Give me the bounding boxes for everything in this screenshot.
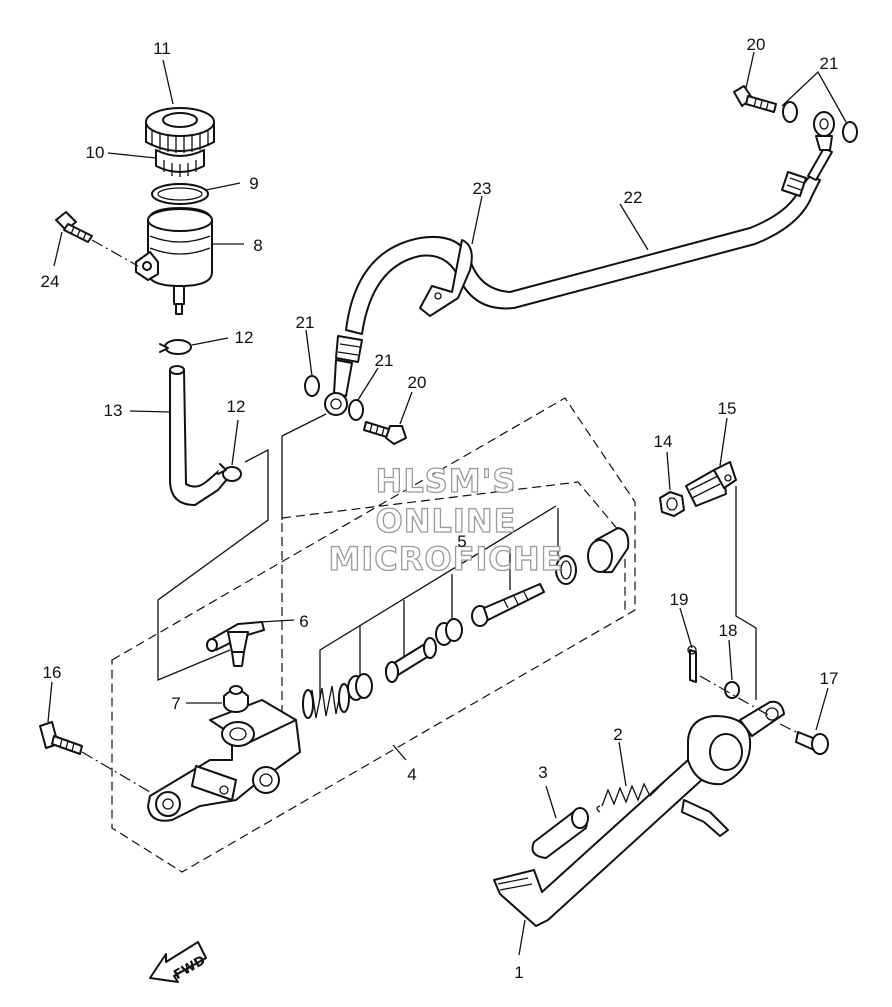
brake-pedal [493, 700, 785, 927]
callout-labels: 1 2 3 4 5 6 7 8 9 10 11 12 12 13 14 15 1… [41, 35, 839, 982]
callout-21-left: 21 [296, 313, 315, 332]
callout-7: 7 [171, 694, 180, 713]
piston [385, 637, 437, 683]
callout-16: 16 [43, 663, 62, 682]
callout-21-upper: 21 [820, 54, 839, 73]
assembly-5-outline [281, 481, 626, 742]
brake-hose-guide [419, 239, 473, 317]
callout-3: 3 [538, 763, 547, 782]
washer-lower-b [348, 399, 364, 421]
grommet [223, 685, 249, 713]
callout-13: 13 [104, 401, 123, 420]
reservoir-tank [135, 207, 213, 315]
callout-12-lower: 12 [227, 397, 246, 416]
callout-9: 9 [249, 174, 258, 193]
cup [347, 673, 373, 701]
pin-washer [724, 681, 740, 699]
callout-8: 8 [253, 236, 262, 255]
callout-15: 15 [718, 399, 737, 418]
hose-clip-lower [217, 463, 242, 482]
callout-1: 1 [514, 963, 523, 982]
return-spring [596, 781, 665, 813]
fwd-arrow: FWD [149, 941, 209, 983]
callout-12-upper: 12 [235, 328, 254, 347]
reservoir-cap [145, 107, 215, 153]
clevis-pin [795, 731, 829, 755]
washer-lower-a [304, 375, 320, 397]
bolt-16-axis [81, 751, 151, 793]
watermark-line-3: MICROFICHE [329, 540, 564, 578]
watermark-line-2: ONLINE [376, 502, 517, 540]
callout-20-lower: 20 [408, 373, 427, 392]
callout-5: 5 [457, 532, 466, 551]
reservoir-diaphragm [155, 149, 205, 177]
callout-11: 11 [153, 39, 171, 58]
callout-20-upper: 20 [747, 35, 766, 54]
callout-18: 18 [719, 621, 738, 640]
washer-upper-b [842, 121, 858, 143]
callout-leaders [47, 51, 847, 956]
callout-24: 24 [41, 272, 60, 291]
watermark-line-1: HLSM'S [376, 462, 517, 500]
reservoir-hose [169, 365, 229, 506]
callout-23: 23 [473, 179, 492, 198]
bolt-24-axis [91, 239, 139, 267]
assembly-4-outline [111, 397, 636, 873]
cotter-pin [687, 645, 697, 683]
circlip [555, 555, 577, 585]
clevis [685, 461, 737, 507]
callout-2: 2 [613, 725, 622, 744]
clevis-routing-line [735, 486, 757, 700]
callout-6: 6 [299, 612, 308, 631]
hose-fitting [206, 621, 265, 667]
hose-clip-upper [159, 339, 192, 355]
washer-upper-a [782, 101, 798, 123]
hose-to-cylinder-line [281, 413, 327, 437]
union-bolt-upper [733, 85, 777, 113]
callout-4: 4 [407, 765, 416, 784]
part-5-leaders [319, 505, 559, 700]
callout-22: 22 [624, 188, 643, 207]
clevis-nut [659, 491, 685, 517]
callout-17: 17 [820, 669, 839, 688]
union-bolt-lower [363, 421, 407, 445]
push-rod [471, 583, 545, 627]
callout-21-middle: 21 [375, 351, 394, 370]
pin-axis [779, 723, 801, 735]
spring [302, 683, 350, 719]
hose-routing-line [157, 448, 269, 681]
master-cylinder-body [147, 699, 301, 822]
dust-boot [587, 527, 630, 574]
pedal-boot [531, 807, 589, 859]
callout-14: 14 [654, 432, 673, 451]
reservoir-ring [151, 183, 209, 205]
cotter-axis [699, 675, 771, 717]
seal [435, 618, 463, 646]
callout-10: 10 [86, 143, 105, 162]
callout-19: 19 [670, 590, 689, 609]
brake-hose [324, 111, 835, 416]
cylinder-bolt [39, 721, 83, 755]
tank-bolt [55, 211, 93, 243]
